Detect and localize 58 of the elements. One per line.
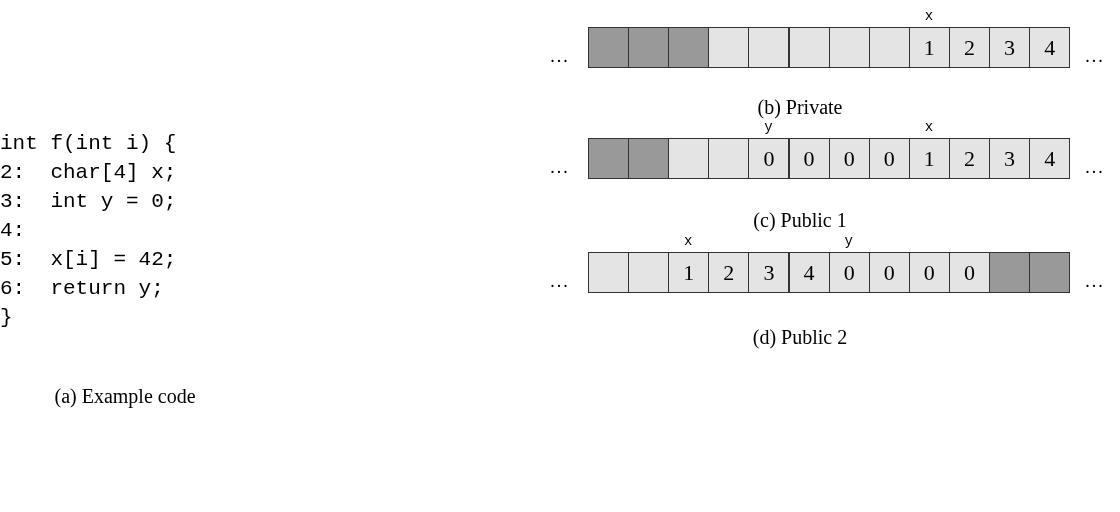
memory-cell: 2 (948, 138, 990, 179)
memory-cell: 4 (1029, 27, 1071, 68)
memory-cell (588, 252, 630, 293)
memory-cell (628, 27, 670, 68)
memory-cell (628, 252, 670, 293)
ellipsis: ... (550, 158, 570, 176)
memory-cell: 0 (868, 138, 910, 179)
code-line: 6: return y; (0, 278, 164, 299)
memory-cell (1029, 252, 1071, 293)
memory-cell: 3 (748, 252, 790, 293)
code-line: 4: (0, 220, 26, 241)
variable-name: x (684, 234, 693, 248)
memory-cell (588, 27, 630, 68)
memory-cell (828, 27, 870, 68)
ellipsis: ... (550, 47, 570, 65)
ellipsis: ... (550, 272, 570, 290)
ellipsis: ... (1085, 272, 1105, 290)
memory-cell: 1 (908, 138, 950, 179)
memory-cell: 3 (989, 27, 1031, 68)
memory-cell: 0 (788, 138, 830, 179)
memory-cell (668, 138, 710, 179)
memory-cell: 0 (828, 138, 870, 179)
variable-name: y (844, 234, 853, 248)
memory-cell: 1 (668, 252, 710, 293)
memory-cell: 0 (828, 252, 870, 293)
ellipsis: ... (1085, 158, 1105, 176)
subfigure-caption: (a) Example code (54, 386, 196, 406)
code-line: 3: int y = 0; (0, 191, 177, 212)
memory-cell (668, 27, 710, 68)
memory-cell (628, 138, 670, 179)
code-line: int f(int i) { (0, 133, 177, 154)
subfigure-caption: (d) Public 2 (752, 327, 848, 347)
memory-cell: 0 (748, 138, 790, 179)
memory-cell: 0 (868, 252, 910, 293)
memory-cell (748, 27, 790, 68)
code-line: 5: x[i] = 42; (0, 249, 177, 270)
variable-name: x (924, 9, 934, 23)
memory-cell: 3 (989, 138, 1031, 179)
memory-cell: 1 (908, 27, 950, 68)
memory-cell (708, 27, 750, 68)
memory-cell: 4 (1029, 138, 1071, 179)
memory-cell: 0 (908, 252, 950, 293)
memory-cell: 4 (788, 252, 830, 293)
memory-cell (868, 27, 910, 68)
variable-name: y (764, 120, 773, 134)
subfigure-caption: (b) Private (757, 97, 843, 117)
memory-cell (788, 27, 830, 68)
memory-cell: 0 (948, 252, 990, 293)
code-line: } (0, 307, 13, 328)
ellipsis: ... (1085, 47, 1105, 65)
code-line: 2: char[4] x; (0, 162, 177, 183)
memory-cell: 2 (708, 252, 750, 293)
memory-cell (989, 252, 1031, 293)
subfigure-caption: (c) Public 1 (753, 210, 847, 230)
memory-cell (708, 138, 750, 179)
memory-cell (588, 138, 630, 179)
memory-cell: 2 (948, 27, 990, 68)
variable-name: x (924, 120, 934, 134)
